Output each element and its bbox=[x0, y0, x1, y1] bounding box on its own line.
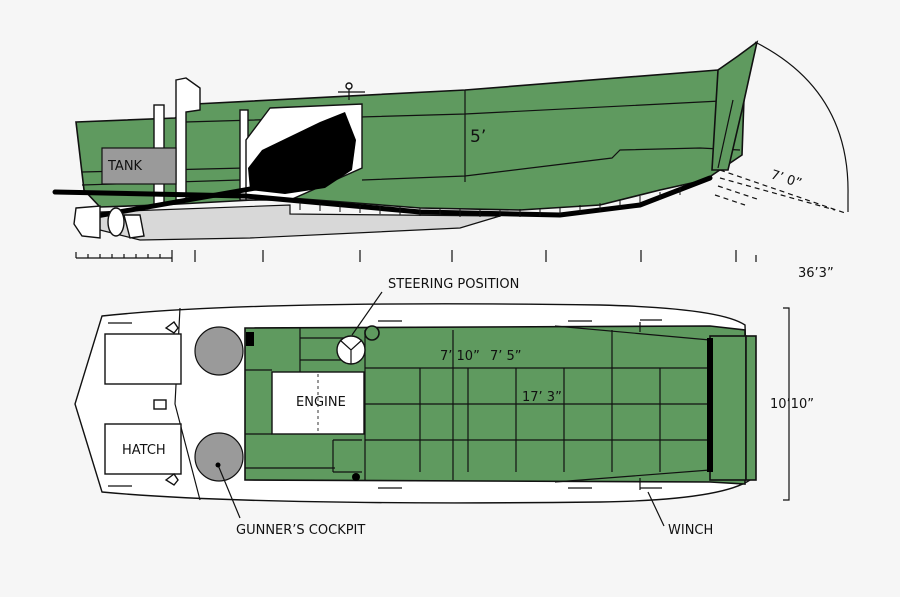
steering-knob bbox=[345, 82, 353, 90]
steering-callout-line bbox=[351, 291, 383, 336]
bow-ramp bbox=[711, 40, 759, 171]
keel-ribs bbox=[299, 187, 681, 217]
length-scale-ruler bbox=[75, 250, 757, 262]
propeller bbox=[107, 207, 125, 237]
well-length-label: 17’ 3” bbox=[522, 390, 562, 405]
overall-length-label: 36’3” bbox=[798, 266, 834, 281]
beam-bracket bbox=[783, 307, 790, 501]
engine-label: ENGINE bbox=[296, 395, 346, 410]
compass-icon bbox=[364, 325, 380, 341]
plan-view: ENGINE HATCH 7’ 10” 7’ 5” 17’ 3” 10’10” … bbox=[74, 277, 814, 538]
side-view: TANK 5’ 36’3” 7’ 0” bbox=[52, 40, 849, 281]
cleat-bottom bbox=[164, 472, 179, 486]
cleat-top bbox=[164, 320, 179, 334]
drain-plug bbox=[352, 473, 360, 481]
engine-surround bbox=[245, 328, 362, 473]
steering-spokes bbox=[339, 339, 363, 364]
cargo-well bbox=[244, 325, 746, 485]
gunner-cockpit-starboard bbox=[194, 326, 244, 376]
well-width-a-label: 7’ 10” bbox=[440, 349, 480, 364]
well-width-b-label: 7’ 5” bbox=[490, 349, 522, 364]
port-fitting bbox=[246, 332, 254, 346]
hatch-label: HATCH bbox=[122, 443, 166, 458]
winch-label: WINCH bbox=[668, 523, 713, 538]
ramp-hinge bbox=[707, 338, 713, 472]
engine-silhouette bbox=[248, 112, 356, 194]
rudder bbox=[73, 205, 101, 239]
gunner-callout-dot bbox=[215, 462, 221, 468]
deck-fittings bbox=[108, 319, 662, 490]
tank-shape bbox=[101, 147, 177, 185]
stern-hatch-lower bbox=[104, 423, 182, 475]
gunner-callout-line bbox=[217, 464, 241, 519]
gunners-cockpit-label: GUNNER’S COCKPIT bbox=[236, 523, 365, 538]
ramp-swing-arc bbox=[754, 41, 849, 212]
freeboard-label: 5’ bbox=[470, 127, 486, 147]
gunner-cockpit-port bbox=[194, 432, 244, 482]
skeg bbox=[123, 214, 145, 239]
well-grid bbox=[364, 330, 710, 480]
winch-callout-line bbox=[647, 491, 665, 527]
tank-label: TANK bbox=[107, 159, 143, 174]
well-sides bbox=[554, 325, 711, 483]
small-hatch bbox=[153, 399, 167, 410]
stern-hatch-upper bbox=[104, 333, 182, 385]
hull-waterline bbox=[361, 147, 741, 181]
bow-ramp-lip bbox=[745, 335, 757, 481]
bow-ramp-plan bbox=[709, 335, 747, 481]
ramp-dashed-lines bbox=[714, 169, 846, 214]
bow-ramp-edge bbox=[717, 99, 734, 169]
beam-label: 10’10” bbox=[770, 397, 814, 412]
steering-position-label: STEERING POSITION bbox=[388, 277, 519, 292]
